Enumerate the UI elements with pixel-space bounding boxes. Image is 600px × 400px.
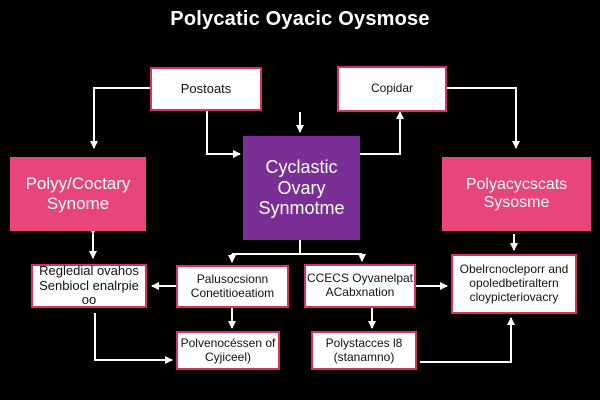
node-bottom-4-line-1: Obelrcnocleporr and bbox=[459, 262, 569, 277]
node-right-pink: Polyacycscats Sysosme bbox=[442, 157, 591, 231]
node-top-right-line-1: Copidar bbox=[370, 81, 414, 96]
node-bottom-6: Polystacces l8 (stanamno) bbox=[311, 331, 417, 370]
node-bottom-3-line-2: ACabxnation bbox=[325, 285, 395, 299]
connector-c2-to-b4 bbox=[420, 317, 515, 363]
node-right-pink-line-1: Polyacycscats bbox=[465, 175, 568, 193]
node-top-left: Postoats bbox=[150, 67, 262, 111]
node-bottom-3-line-1: CCECS Oyvanelpat bbox=[306, 271, 414, 286]
node-right-pink-line-2: Sysosme bbox=[483, 194, 550, 211]
node-bottom-4: Obelrcnocleporr and opoledbetiraltern cl… bbox=[451, 254, 577, 314]
node-bottom-4-line-3: cloypicteriovacry bbox=[469, 289, 559, 304]
node-bottom-6-line-1: Polystacces l8 bbox=[325, 335, 403, 350]
node-bottom-5-line-1: Polvenocéssen of bbox=[180, 335, 276, 350]
node-bottom-2-line-1: Palusocsionn bbox=[196, 271, 269, 286]
node-bottom-5: Polvenocéssen of Cyjiceel) bbox=[176, 331, 280, 370]
connector-topleft-to-center bbox=[206, 111, 241, 158]
node-bottom-3: CCECS Oyvanelpat ACabxnation bbox=[304, 264, 416, 308]
node-top-left-line-1: Postoats bbox=[180, 80, 232, 96]
node-center-line-1: Cyclastic bbox=[265, 156, 338, 177]
node-bottom-1: Regledial ovahos Senbiocl enalrpie oo bbox=[31, 262, 147, 308]
node-center-line-2: Ovary bbox=[277, 177, 326, 198]
node-bottom-5-line-2: Cyjiceel) bbox=[204, 349, 251, 364]
node-center-line-3: Synmotme bbox=[258, 198, 345, 219]
node-left-pink-line-1: Polyy/Coctary bbox=[25, 174, 131, 194]
node-bottom-2-line-2: Conetitioeatiom bbox=[190, 285, 275, 300]
connector-topright-to-rightpink bbox=[447, 87, 520, 149]
diagram-title: Polycatic Oyacic Oysmose bbox=[170, 8, 430, 30]
node-bottom-2: Palusocsionn Conetitioeatiom bbox=[176, 265, 289, 308]
node-bottom-6-line-2: (stanamno) bbox=[333, 349, 395, 364]
node-left-pink-line-2: Synome bbox=[46, 194, 110, 213]
connector-topleft-to-leftpink bbox=[90, 87, 150, 149]
node-left-pink: Polyy/Coctary Synome bbox=[10, 157, 146, 231]
connector-center-to-topright bbox=[360, 111, 404, 155]
connector-center-fanout bbox=[231, 240, 363, 261]
node-bottom-1-line-2: Senbiocl enalrpie oo bbox=[39, 277, 139, 308]
node-top-right: Copidar bbox=[337, 66, 447, 112]
node-bottom-1-line-1: Regledial ovahos bbox=[39, 262, 139, 278]
node-bottom-4-line-2: opoledbetiraltern bbox=[469, 276, 559, 291]
node-center: Cyclastic Ovary Synmotme bbox=[243, 136, 360, 240]
connector-left-to-c1 bbox=[94, 313, 173, 364]
